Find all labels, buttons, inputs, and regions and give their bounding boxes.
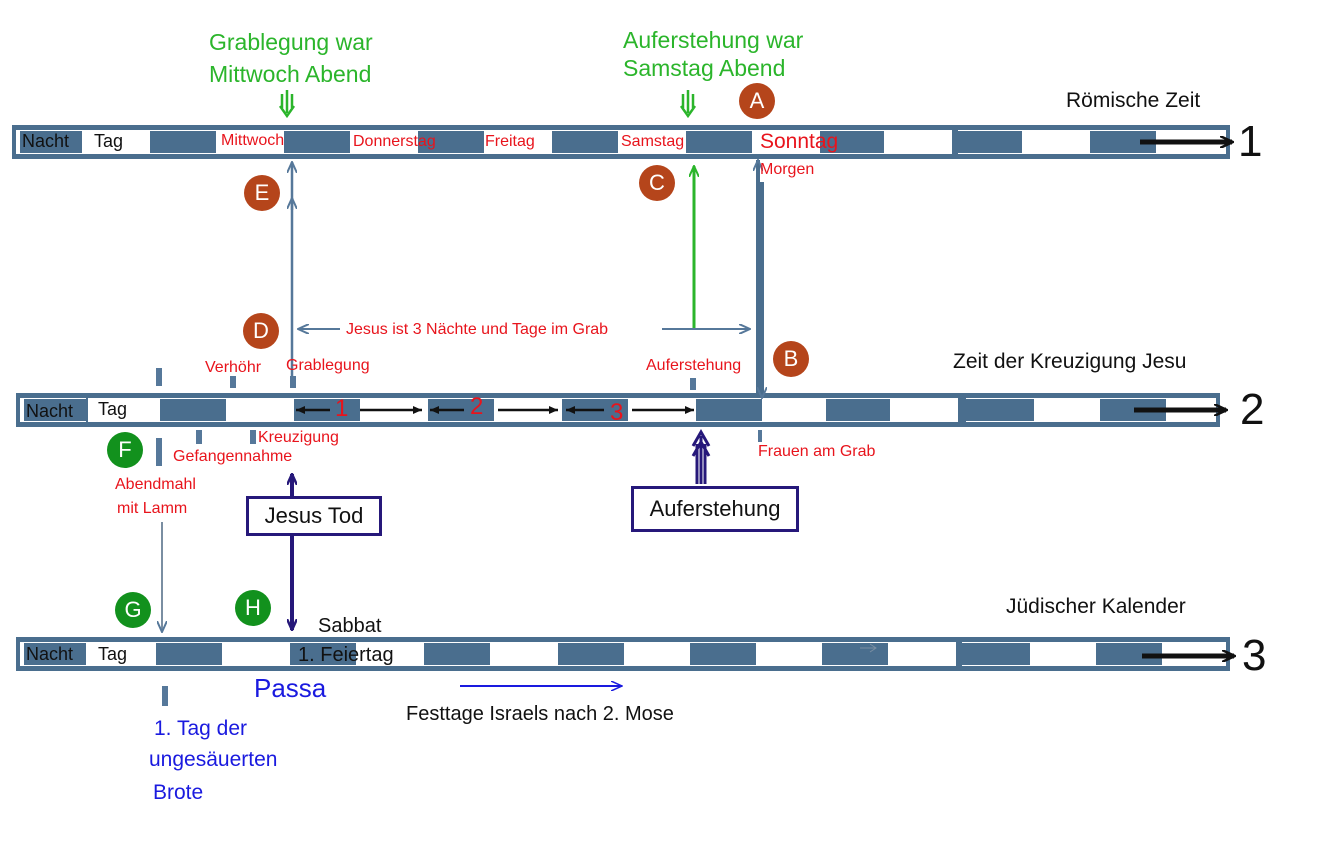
resurrection-heading-line1: Auferstehung war [623, 27, 804, 53]
day-morning: Morgen [760, 161, 815, 178]
timeline-1-day: Tag [94, 131, 124, 151]
unleavened-line1: 1. Tag der [154, 717, 248, 740]
day-sunday: Sonntag [760, 130, 839, 153]
timeline-2-title: Zeit der Kreuzigung Jesu [953, 350, 1187, 373]
count-2: 2 [470, 393, 484, 420]
day-wednesday: Mittwoch [221, 132, 285, 149]
marker-f: F [107, 432, 143, 468]
marker-c: C [639, 165, 675, 201]
marker-a: A [739, 83, 775, 119]
passa-label: Passa [254, 673, 327, 703]
timeline-2-day: Tag [98, 399, 128, 419]
marker-e: E [244, 175, 280, 211]
unleavened-line2: ungesäuerten [149, 748, 278, 771]
marker-g: G [115, 592, 151, 628]
timeline-3-bar [16, 637, 1230, 671]
day-saturday: Samstag [621, 133, 685, 150]
timeline-2-bar [16, 393, 1220, 427]
burial-heading-line2: Mittwoch Abend [209, 61, 372, 87]
arrest-label: Gefangennahme [173, 448, 293, 465]
resurrection-label: Auferstehung [646, 357, 742, 374]
faint-arrow [860, 643, 877, 653]
count-3: 3 [610, 399, 624, 426]
first-holiday-label: 1. Feiertag [298, 644, 394, 666]
supper-label-line2: mit Lamm [117, 500, 188, 517]
supper-label-line1: Abendmahl [115, 476, 196, 493]
timeline-3-day: Tag [98, 644, 128, 664]
count-1: 1 [335, 395, 349, 422]
sabbath-label: Sabbat [318, 615, 382, 637]
unleavened-line3: Brote [153, 781, 204, 804]
tick-marks [156, 368, 762, 706]
timeline-3-number: 3 [1242, 631, 1267, 680]
women-at-tomb-label: Frauen am Grab [758, 443, 876, 460]
timeline-1-number: 1 [1238, 117, 1263, 166]
feast-days-label: Festtage Israels nach 2. Mose [406, 703, 674, 725]
marker-d: D [243, 313, 279, 349]
resurrection-heading-arrow [679, 90, 697, 119]
death-box: Jesus Tod [246, 496, 382, 536]
burial-heading-line1: Grablegung war [209, 29, 373, 55]
crucifixion-label: Kreuzigung [258, 429, 339, 446]
timeline-1-night: Nacht [22, 131, 70, 151]
timeline-3-night: Nacht [26, 644, 74, 664]
timeline-1-title: Römische Zeit [1066, 89, 1201, 112]
marker-b: B [773, 341, 809, 377]
day-friday: Freitag [485, 133, 535, 150]
burial-heading-arrow [278, 90, 296, 119]
resurrection-box: Auferstehung [631, 486, 799, 532]
timeline-1-bar [12, 125, 1230, 159]
interrogation-label: Verhöhr [205, 359, 262, 376]
resurrection-box-arrow [691, 428, 711, 484]
timeline-3-title: Jüdischer Kalender [1006, 595, 1186, 618]
three-days-label: Jesus ist 3 Nächte und Tage im Grab [346, 321, 609, 338]
timeline-2-night: Nacht [26, 401, 74, 421]
marker-h: H [235, 590, 271, 626]
timeline-2-number: 2 [1240, 385, 1265, 434]
resurrection-heading-line2: Samstag Abend [623, 55, 786, 81]
burial-label: Grablegung [286, 357, 370, 374]
day-thursday: Donnerstag [353, 133, 436, 150]
